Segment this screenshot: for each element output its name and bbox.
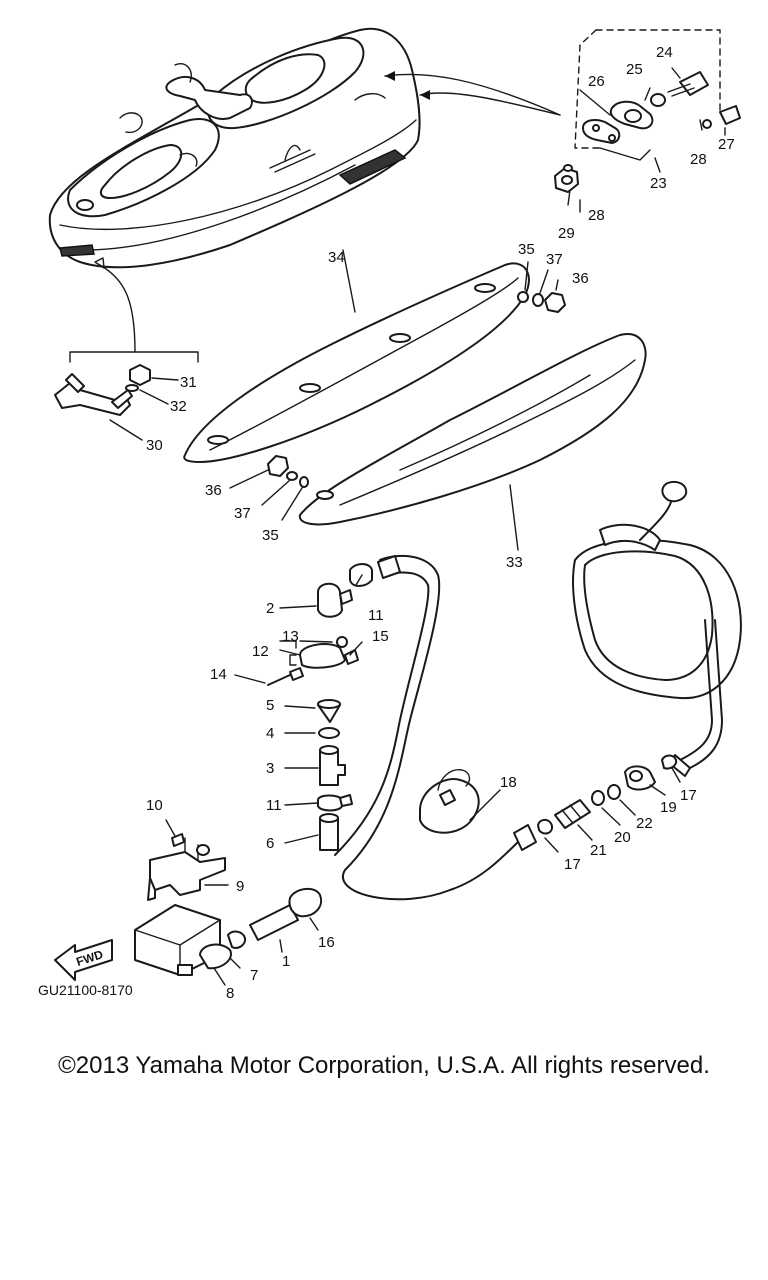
callout-7: 7 xyxy=(250,967,258,984)
callout-33: 33 xyxy=(506,554,523,571)
callout-24: 24 xyxy=(656,44,673,61)
callout-30: 30 xyxy=(146,437,163,454)
sponson-right xyxy=(229,333,647,551)
forward-direction-arrow: FWD xyxy=(54,939,113,981)
leader-arrows xyxy=(94,71,561,353)
callout-5: 5 xyxy=(266,697,274,714)
hose-band xyxy=(419,769,501,834)
callout-36a: 36 xyxy=(572,270,589,287)
callout-16: 16 xyxy=(318,934,335,951)
callout-20: 20 xyxy=(614,829,631,846)
callout-21: 21 xyxy=(590,842,607,859)
callout-35b: 35 xyxy=(262,527,279,544)
callout-32: 32 xyxy=(170,398,187,415)
jet-pump-housing xyxy=(572,480,742,777)
callout-36b: 36 xyxy=(205,482,222,499)
callout-4: 4 xyxy=(266,725,274,742)
callout-8: 8 xyxy=(226,985,234,1002)
watercraft-illustration xyxy=(48,27,421,269)
callout-13: 13 xyxy=(282,628,299,645)
callout-17a: 17 xyxy=(564,856,581,873)
callout-37a: 37 xyxy=(546,251,563,268)
callout-12: 12 xyxy=(252,643,269,660)
callout-27: 27 xyxy=(718,136,735,153)
callout-9: 9 xyxy=(236,878,244,895)
bilge-hose xyxy=(334,554,537,901)
callout-22: 22 xyxy=(636,815,653,832)
callout-23: 23 xyxy=(650,175,667,192)
drain-plug-assembly xyxy=(554,29,741,213)
copyright-notice: ©2013 Yamaha Motor Corporation, U.S.A. A… xyxy=(58,1052,710,1079)
callout-11b: 11 xyxy=(266,797,282,814)
callout-29: 29 xyxy=(558,225,575,242)
callout-14: 14 xyxy=(210,666,227,683)
diagram-code: GU21100-8170 xyxy=(38,982,133,998)
callout-34: 34 xyxy=(328,249,345,266)
callout-28a: 28 xyxy=(690,151,707,168)
callout-19: 19 xyxy=(660,799,677,816)
parts-diagram: FWD GU21100-8170 1 2 3 4 5 6 7 8 9 10 11… xyxy=(38,27,742,1002)
bilge-strainer-stack xyxy=(234,563,373,851)
callout-28b: 28 xyxy=(588,207,605,224)
sponson-left xyxy=(183,249,566,463)
callout-18: 18 xyxy=(500,774,517,791)
callout-31: 31 xyxy=(180,374,197,391)
callout-26: 26 xyxy=(588,73,605,90)
outlet-fitting-assembly xyxy=(54,351,199,441)
callout-6: 6 xyxy=(266,835,274,852)
callout-11a: 11 xyxy=(368,607,384,624)
callout-numbers: 1 2 3 4 5 6 7 8 9 10 11 11 12 13 14 15 1… xyxy=(146,44,735,1002)
callout-10: 10 xyxy=(146,797,163,814)
callout-37b: 37 xyxy=(234,505,251,522)
callout-1: 1 xyxy=(282,953,290,970)
callout-3: 3 xyxy=(266,760,274,777)
callout-15: 15 xyxy=(372,628,389,645)
bilge-filter-box xyxy=(134,887,323,986)
callout-35a: 35 xyxy=(518,241,535,258)
hose-fittings xyxy=(537,754,681,853)
callout-17b: 17 xyxy=(680,787,697,804)
callout-25: 25 xyxy=(626,61,643,78)
callout-2: 2 xyxy=(266,600,274,617)
bracket-assembly xyxy=(147,819,229,901)
